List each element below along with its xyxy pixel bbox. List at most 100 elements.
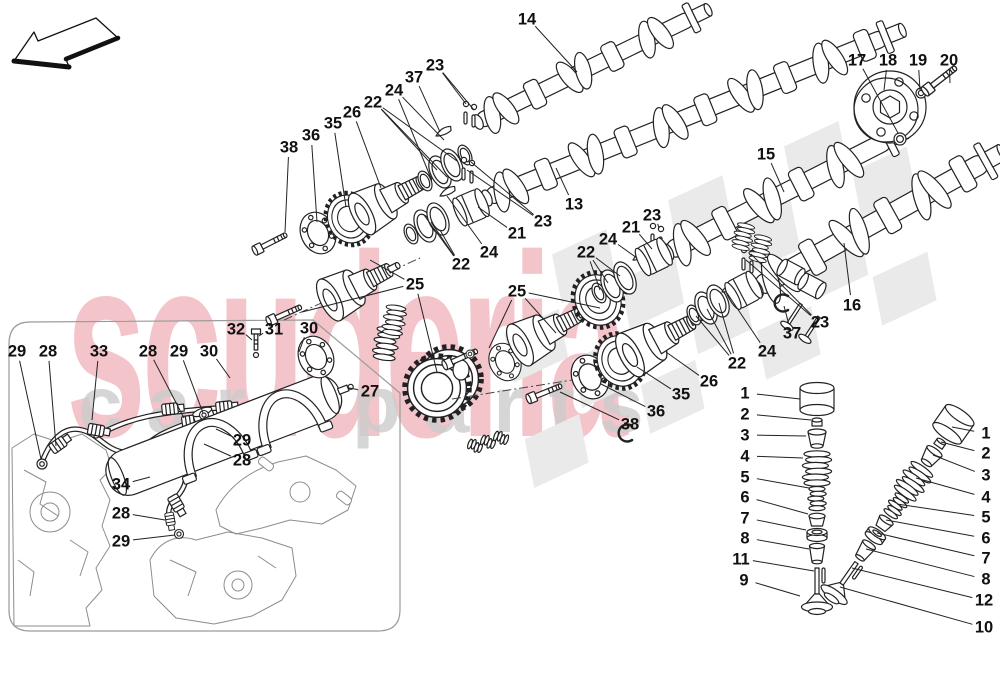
callout-24: 24 xyxy=(385,82,404,100)
leader-line xyxy=(756,499,809,515)
callout-13: 13 xyxy=(565,196,583,214)
key-37 xyxy=(433,124,454,139)
callout-30: 30 xyxy=(200,343,218,361)
camshaft-16 xyxy=(750,142,1000,304)
leader-line xyxy=(896,503,975,517)
leader-line xyxy=(298,337,305,353)
leader-line xyxy=(756,539,810,550)
leader-line xyxy=(932,454,975,472)
callout-4: 4 xyxy=(740,448,750,466)
leader-line xyxy=(600,383,646,408)
callout-2: 2 xyxy=(740,406,749,424)
installed-valvetrain xyxy=(729,220,827,344)
callout-5: 5 xyxy=(740,469,749,487)
callout-6: 6 xyxy=(740,489,749,507)
leader-line xyxy=(245,334,253,341)
ring-17 xyxy=(893,132,907,146)
leader-line xyxy=(940,441,975,452)
callout-18: 18 xyxy=(879,52,897,70)
leader-line xyxy=(153,359,185,419)
leader-line xyxy=(851,567,973,599)
callout-9: 9 xyxy=(739,572,748,590)
leader-line xyxy=(423,214,455,257)
callout-5: 5 xyxy=(981,509,990,527)
leader-line xyxy=(756,455,804,459)
callout-1: 1 xyxy=(740,385,749,403)
callout-38: 38 xyxy=(280,139,298,157)
leader-line xyxy=(726,292,761,344)
tappet xyxy=(797,272,827,300)
inset-box-border xyxy=(8,319,401,632)
callout-23: 23 xyxy=(534,213,552,231)
leader-line xyxy=(215,428,232,437)
callout-26: 26 xyxy=(343,104,361,122)
leader-line xyxy=(756,519,807,531)
callout-36: 36 xyxy=(647,403,665,421)
camshaft-14 xyxy=(472,2,713,134)
callout-7: 7 xyxy=(740,510,749,528)
callout-28: 28 xyxy=(233,452,251,470)
callout-37: 37 xyxy=(405,69,423,87)
leader-line xyxy=(706,308,732,355)
callout-29: 29 xyxy=(170,343,188,361)
leader-line xyxy=(756,414,812,421)
leader-line xyxy=(430,221,455,257)
leader-line xyxy=(862,68,899,134)
callout-14: 14 xyxy=(518,11,537,29)
callout-31: 31 xyxy=(265,321,283,339)
callout-16: 16 xyxy=(843,297,861,315)
leader-line xyxy=(348,387,359,391)
cam-flange-hub-cluster xyxy=(853,62,960,146)
leader-line xyxy=(885,519,975,537)
callout-7: 7 xyxy=(981,550,990,568)
leader-line xyxy=(638,233,653,250)
leader-line xyxy=(636,366,672,390)
leader-line xyxy=(592,259,609,284)
back-arrow xyxy=(11,17,121,70)
leader-line xyxy=(442,72,467,105)
leader-line xyxy=(617,244,638,259)
leader-line xyxy=(756,478,810,489)
inset-box xyxy=(8,319,401,632)
callout-21: 21 xyxy=(508,225,526,243)
callout-10: 10 xyxy=(975,619,993,637)
leader-line xyxy=(382,107,458,162)
callout-36: 36 xyxy=(302,127,320,145)
leader-line xyxy=(750,253,812,316)
callout-32: 32 xyxy=(227,321,245,339)
front-cluster-shaft16 xyxy=(451,246,791,455)
callout-29: 29 xyxy=(112,533,130,551)
leader-line xyxy=(334,132,347,208)
leader-line xyxy=(865,548,975,578)
accumulator-27 xyxy=(105,375,354,496)
callout-3: 3 xyxy=(740,427,749,445)
callout-34: 34 xyxy=(112,476,131,494)
callout-35: 35 xyxy=(672,386,690,404)
leader-line xyxy=(355,121,382,189)
callout-11: 11 xyxy=(732,551,749,569)
leader-line xyxy=(398,99,431,177)
leader-line xyxy=(215,358,231,379)
leader-line xyxy=(132,476,151,483)
callout-17: 17 xyxy=(848,52,866,70)
leader-line xyxy=(595,257,621,277)
leader-line xyxy=(915,477,975,495)
callout-23: 23 xyxy=(426,57,444,75)
washer-29 xyxy=(173,528,185,540)
callout-2: 2 xyxy=(981,445,990,463)
leader-line xyxy=(528,292,601,309)
leader-line xyxy=(524,297,557,334)
leader-line xyxy=(839,586,973,625)
leader-line xyxy=(402,96,445,141)
callout-30: 30 xyxy=(300,320,318,338)
callout-37: 37 xyxy=(783,325,801,343)
leader-line xyxy=(48,360,57,447)
leader-line xyxy=(439,229,456,256)
callout-1: 1 xyxy=(981,425,990,443)
callout-3: 3 xyxy=(981,467,990,485)
callout-28: 28 xyxy=(39,343,57,361)
tappet xyxy=(776,258,806,286)
leader-line xyxy=(380,108,438,171)
